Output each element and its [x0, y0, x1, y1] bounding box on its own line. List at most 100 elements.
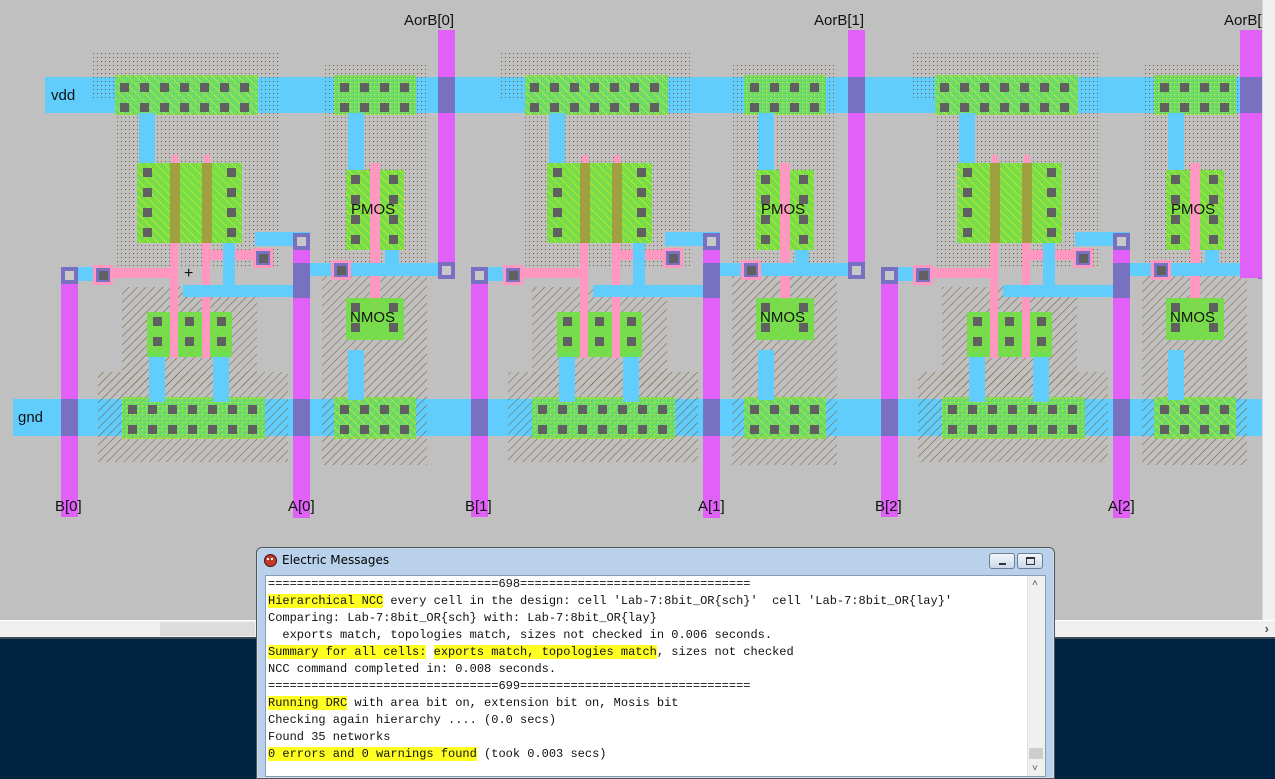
contact [185, 317, 194, 326]
contact [1171, 323, 1180, 332]
metal1-strap [1033, 352, 1049, 402]
message-line: Found 35 networks [268, 729, 952, 746]
metal1-wire [1003, 285, 1128, 297]
poly-gate [370, 163, 380, 323]
message-text: with area bit on, extension bit on, Mosi… [347, 696, 679, 710]
messages-text-area[interactable]: ================================698=====… [265, 575, 1046, 777]
contact [1171, 215, 1180, 224]
poly-gate [992, 155, 998, 167]
minimize-button[interactable] [989, 553, 1015, 569]
contact [1180, 405, 1189, 414]
contact [153, 317, 162, 326]
contact [1028, 425, 1037, 434]
contact [248, 425, 257, 434]
pmos-label: PMOS [1171, 201, 1216, 218]
contact [337, 266, 346, 275]
via-crossing [848, 77, 865, 113]
contact [590, 103, 599, 112]
layout-drawing[interactable] [0, 0, 1262, 620]
input-b-pin-center [885, 271, 894, 280]
output-pin-center [442, 266, 451, 275]
poly-gate [614, 155, 620, 167]
maximize-button[interactable] [1017, 553, 1043, 569]
contact [948, 425, 957, 434]
contact [128, 405, 137, 414]
contact [389, 323, 398, 332]
via-crossing [1113, 399, 1130, 436]
contact [389, 235, 398, 244]
contact [553, 208, 562, 217]
message-text: NCC command completed in: 0.008 seconds. [268, 662, 557, 676]
0.5 [1022, 163, 1032, 243]
message-text: Checking again hierarchy .... (0.0 secs) [268, 713, 557, 727]
scroll-down-arrow-icon[interactable]: ˅ [1032, 763, 1038, 774]
contact [188, 405, 197, 414]
message-text: exports match, topologies match, sizes n… [268, 628, 773, 642]
message-text: Comparing: Lab-7:8bit_OR{sch} with: Lab-… [268, 611, 657, 625]
contact [948, 405, 957, 414]
contact [128, 425, 137, 434]
via-crossing [293, 399, 310, 436]
contact [220, 83, 229, 92]
highlighted-text: Running DRC [268, 696, 348, 710]
contact [1200, 103, 1209, 112]
contact [400, 405, 409, 414]
contact [770, 103, 779, 112]
messages-scrollbar[interactable]: ˄ ˅ [1027, 576, 1045, 776]
horizontal-scroll-thumb[interactable] [160, 622, 255, 636]
contact [228, 425, 237, 434]
contact [227, 208, 236, 217]
input-a-pin-center [297, 237, 306, 246]
contact [968, 425, 977, 434]
metal1-wire [300, 263, 445, 276]
contact [143, 208, 152, 217]
vertical-scrollbar[interactable] [1262, 0, 1275, 620]
contact [160, 103, 169, 112]
contact [761, 323, 770, 332]
pmos-label: PMOS [351, 201, 396, 218]
contact [799, 195, 808, 204]
contact [638, 405, 647, 414]
highlighted-text: Summary for all cells: [268, 645, 427, 659]
contact [1171, 175, 1180, 184]
metal1-strap [959, 113, 975, 163]
contact [940, 103, 949, 112]
contact [380, 103, 389, 112]
scroll-right-arrow-icon[interactable]: › [1264, 621, 1269, 636]
message-line: ================================698=====… [268, 576, 952, 593]
contact [637, 188, 646, 197]
messages-log: ================================698=====… [268, 576, 952, 763]
contact [761, 195, 770, 204]
messages-window[interactable]: Electric Messages ======================… [256, 547, 1055, 779]
metal1-strap [139, 113, 155, 163]
contact [389, 215, 398, 224]
message-text: , sizes not checked [656, 645, 794, 659]
contact [770, 83, 779, 92]
contact [570, 103, 579, 112]
messages-titlebar[interactable]: Electric Messages [257, 548, 1054, 573]
output-pin-center [852, 266, 861, 275]
message-text: ================================699=====… [268, 679, 751, 693]
contact [1008, 425, 1017, 434]
poly-gate [990, 243, 998, 358]
output-label: AorB[1] [814, 12, 865, 29]
contact [1068, 405, 1077, 414]
input-a-port [703, 233, 720, 518]
contact [630, 83, 639, 92]
via-crossing [881, 399, 898, 436]
messages-scroll-thumb[interactable] [1029, 748, 1043, 759]
scroll-up-arrow-icon[interactable]: ˄ [1032, 578, 1038, 589]
message-text: Found 35 networks [268, 730, 391, 744]
contact [1180, 425, 1189, 434]
cursor-crosshair: + [184, 265, 194, 282]
contact [750, 83, 759, 92]
contact [960, 103, 969, 112]
contact [340, 103, 349, 112]
contact [1171, 235, 1180, 244]
contact [563, 317, 572, 326]
contact [168, 425, 177, 434]
p-implant [137, 163, 242, 243]
via-crossing [703, 263, 720, 298]
contact [1220, 83, 1229, 92]
